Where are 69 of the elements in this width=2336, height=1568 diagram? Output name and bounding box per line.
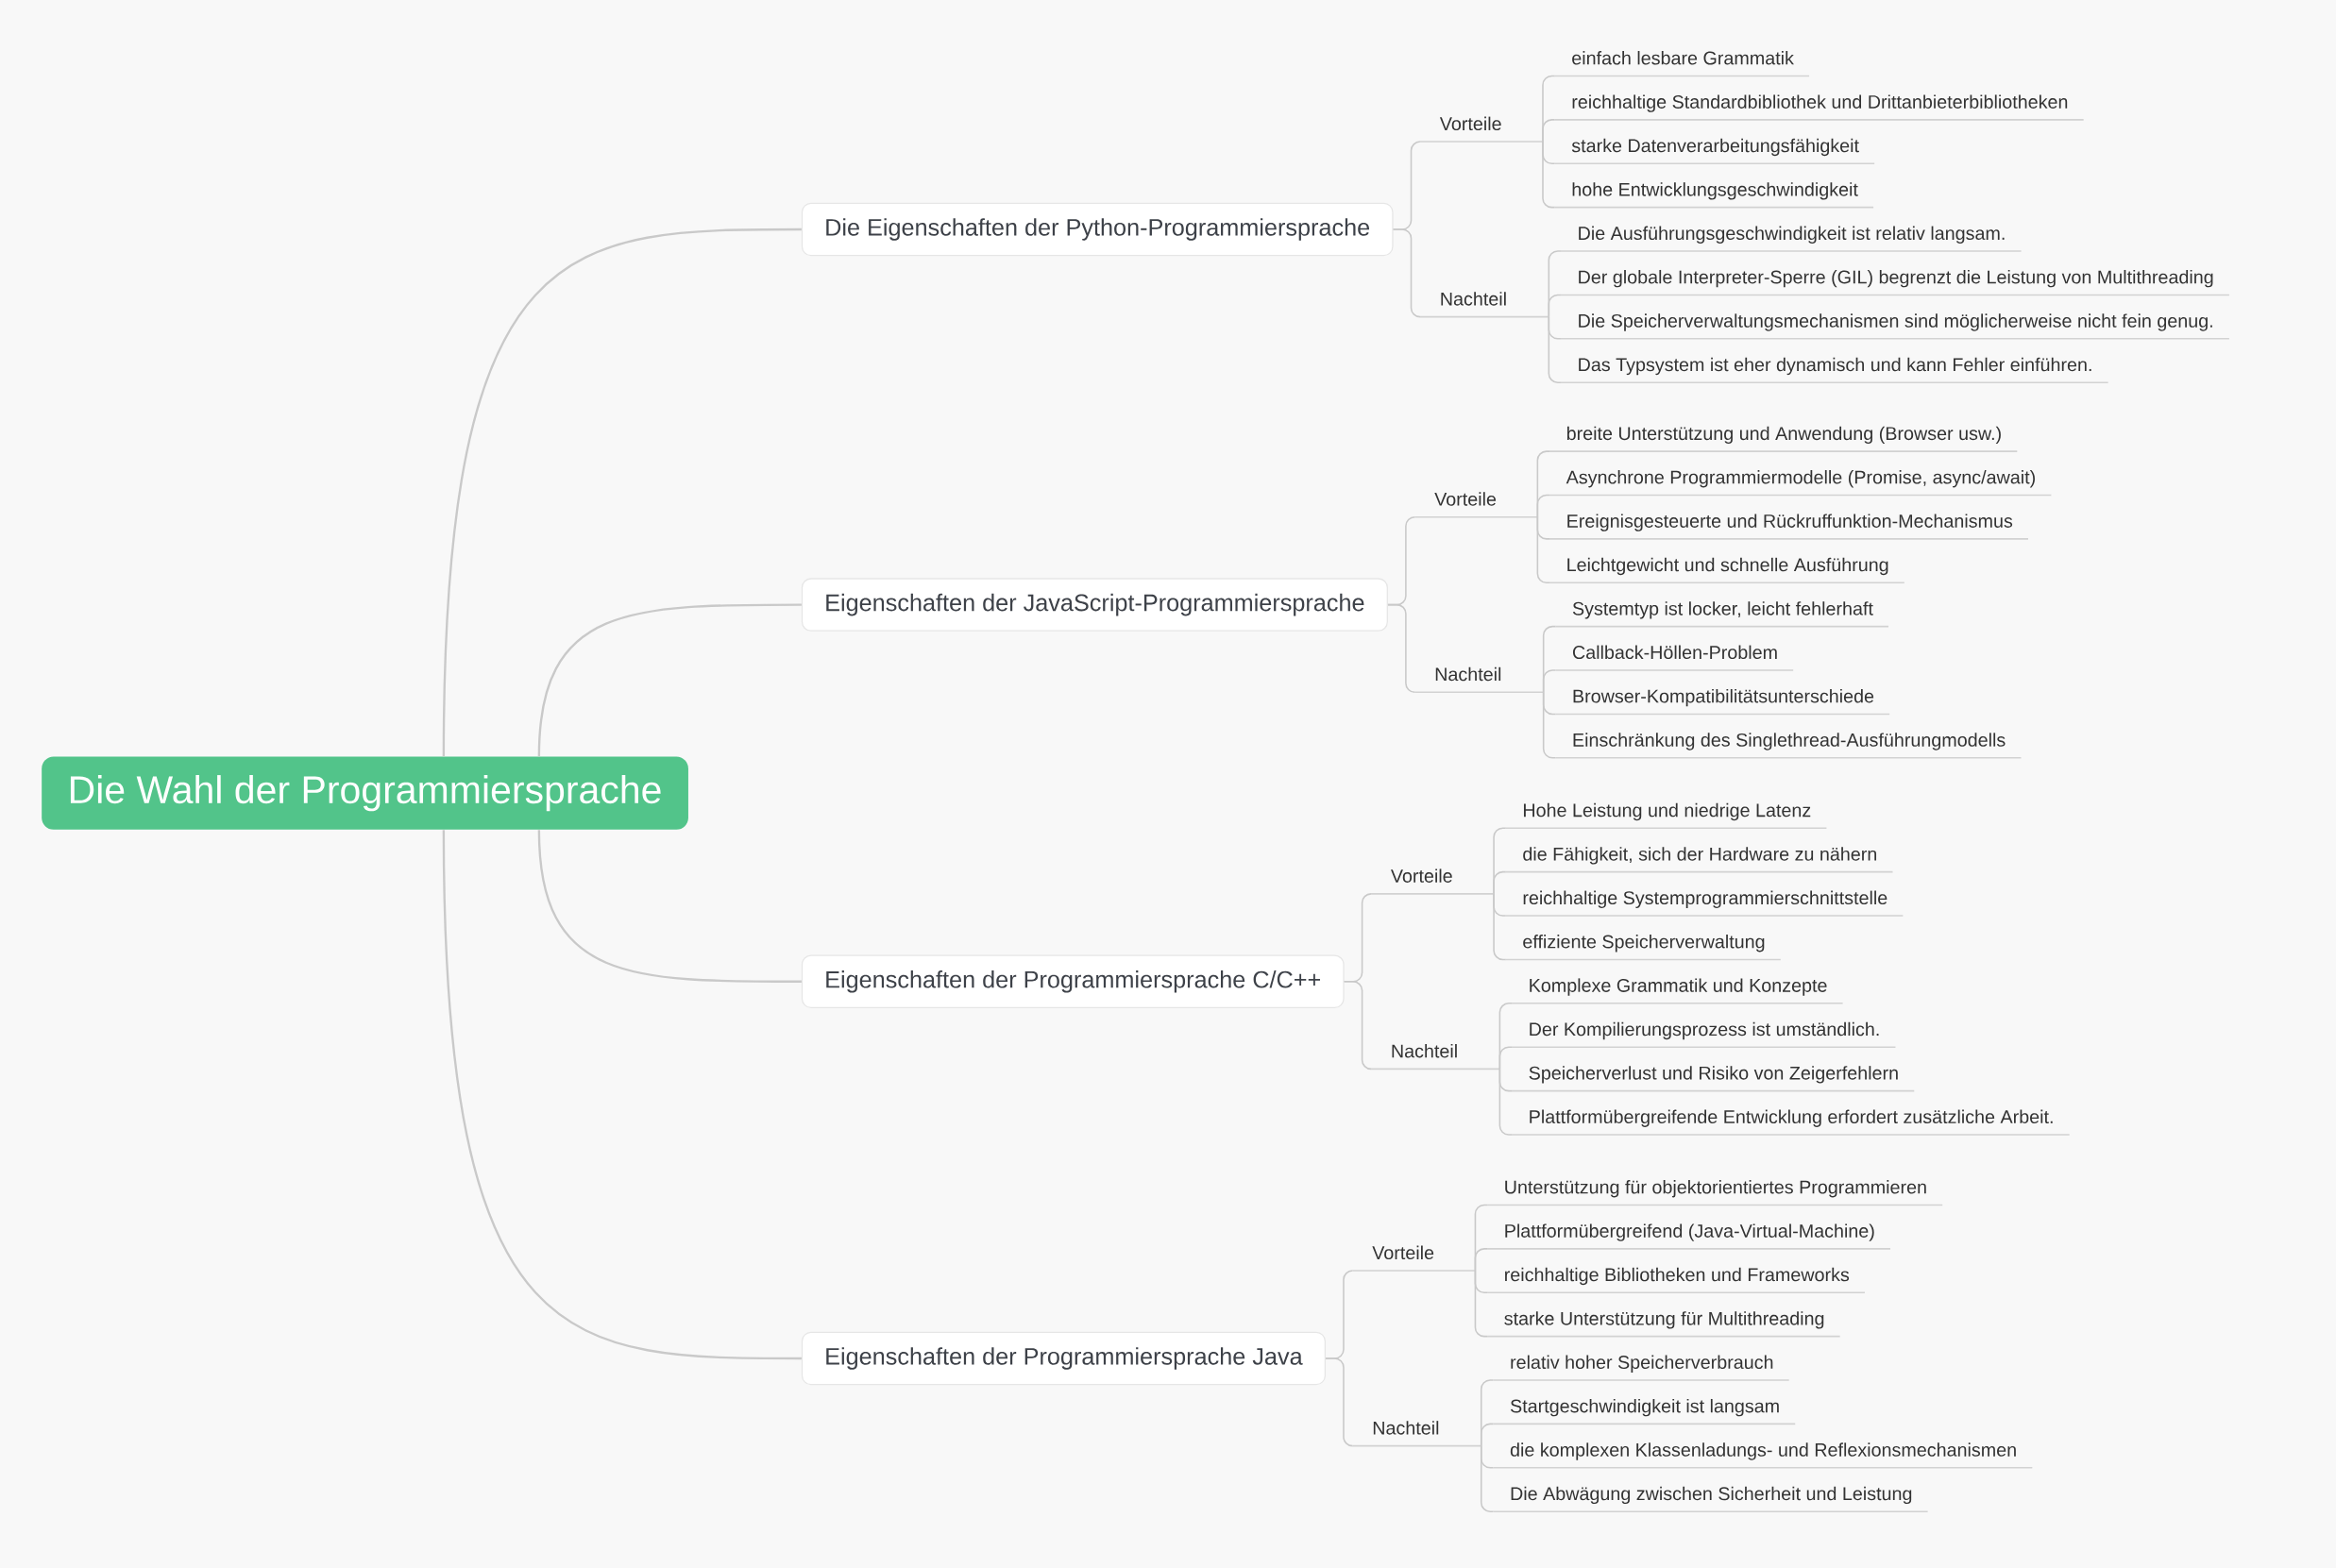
elbow-connector xyxy=(1548,294,1562,318)
elbow-connector xyxy=(1474,1247,1488,1272)
leaf-label: Browser-Kompatibilitätsunterschiede xyxy=(1554,688,1890,715)
elbow-connector xyxy=(1493,870,1507,895)
elbow-connector xyxy=(1480,1444,1495,1512)
curved-connector xyxy=(442,829,802,1359)
elbow-connector xyxy=(1387,603,1416,693)
leaf-label: Die Ausführungsgeschwindigkeit ist relativ langsam. xyxy=(1560,226,2023,252)
elbow-connector xyxy=(1325,1357,1354,1447)
leaf-label: Plattformübergreifende Entwicklung erfordert zusätzliche Arbeit. xyxy=(1511,1109,2071,1136)
elbow-connector xyxy=(1474,1270,1488,1338)
elbow-connector xyxy=(1493,892,1507,960)
leaf-label: Hohe Leistung und niedrige Latenz xyxy=(1504,802,1828,829)
curved-connector xyxy=(442,228,802,757)
leaf-label: Leichtgewicht und schnelle Ausführung xyxy=(1549,557,1905,583)
root-topic-box: Die Wahl der Programmiersprache xyxy=(42,756,688,830)
leaf-label: einfach lesbare Grammatik xyxy=(1553,50,1810,77)
elbow-connector xyxy=(1498,1068,1513,1136)
curved-connector xyxy=(537,603,802,757)
subtopic-label: Nachteil xyxy=(1419,291,1550,318)
topic-box: Eigenschaften der JavaScript-Programmiersprache xyxy=(801,578,1388,632)
leaf-label: reichhaltige Systemprogrammierschnittstelle xyxy=(1504,890,1904,917)
leaf-label: Das Typsystem ist eher dynamisch und kann Fehler einführen. xyxy=(1560,357,2109,383)
leaf-label: Unterstützung für objektorientiertes Programmieren xyxy=(1486,1179,1943,1206)
leaf-label: Speicherverlust und Risiko von Zeigerfehlern xyxy=(1511,1065,1916,1092)
subtopic-label: Nachteil xyxy=(1351,1420,1482,1447)
leaf-label: effiziente Speicherverwaltung xyxy=(1504,934,1782,960)
leaf-label: Systemtyp ist locker, leicht fehlerhaft xyxy=(1554,600,1889,628)
elbow-connector xyxy=(1542,669,1557,693)
leaf-label: Asynchrone Programmiermodelle (Promise, async/await) xyxy=(1549,469,2053,497)
elbow-connector xyxy=(1392,228,1421,318)
topic-box: Eigenschaften der Programmiersprache C/C++ xyxy=(801,954,1345,1008)
leaf-label: reichhaltige Bibliotheken und Frameworks xyxy=(1486,1267,1866,1293)
curved-connector xyxy=(537,829,802,983)
leaf-label: hohe Entwicklungsgeschwindigkeit xyxy=(1553,181,1874,209)
leaf-label: reichhaltige Standardbibliothek und Drittanbieterbibliotheken xyxy=(1553,94,2085,121)
elbow-connector xyxy=(1343,980,1372,1070)
subtopic-label: Nachteil xyxy=(1370,1043,1501,1070)
elbow-connector xyxy=(1536,494,1550,518)
topic-box: Die Eigenschaften der Python-Programmiersprache xyxy=(801,202,1394,256)
leaf-label: Der Kompilierungsprozess ist umständlich. xyxy=(1511,1021,1897,1048)
subtopic-label: Vorteile xyxy=(1419,116,1544,143)
leaf-label: Ereignisgesteuerte und Rückruffunktion-Mechanismus xyxy=(1549,514,2029,540)
elbow-connector xyxy=(1480,1423,1495,1447)
elbow-connector xyxy=(1498,1046,1513,1070)
leaf-label: die Fähigkeit, sich der Hardware zu nähern xyxy=(1504,847,1894,873)
leaf-label: die komplexen Klassenladungs- und Reflexionsmechanismen xyxy=(1492,1442,2034,1469)
elbow-connector xyxy=(1542,118,1556,143)
topic-box: Eigenschaften der Programmiersprache Java xyxy=(801,1331,1327,1385)
leaf-label: relativ hoher Speicherverbrauch xyxy=(1492,1355,1790,1381)
subtopic-label: Vorteile xyxy=(1370,868,1495,895)
leaf-label: Die Speicherverwaltungsmechanismen sind möglicherweise nicht fein genug. xyxy=(1560,313,2230,340)
subtopic-label: Vorteile xyxy=(1351,1245,1477,1272)
leaf-label: Callback-Höllen-Problem xyxy=(1554,645,1794,671)
subtopic-label: Vorteile xyxy=(1413,492,1539,518)
leaf-label: Komplexe Grammatik und Konzepte xyxy=(1511,978,1844,1004)
leaf-label: Einschränkung des Singlethread-Ausführungmodells xyxy=(1554,733,2023,759)
leaf-label: breite Unterstützung und Anwendung (Browser usw.) xyxy=(1549,426,2019,452)
elbow-connector xyxy=(1536,515,1550,583)
leaf-label: Die Abwägung zwischen Sicherheit und Leistung xyxy=(1492,1486,1929,1512)
leaf-label: Startgeschwindigkeit ist langsam xyxy=(1492,1398,1797,1425)
leaf-label: starke Datenverarbeitungsfähigkeit xyxy=(1553,138,1875,164)
elbow-connector xyxy=(1542,691,1557,759)
leaf-label: starke Unterstützung für Multithreading xyxy=(1486,1310,1841,1338)
leaf-label: Plattformübergreifend (Java-Virtual-Machine) xyxy=(1486,1223,1891,1250)
leaf-label: Der globale Interpreter-Sperre (GIL) begrenzt die Leistung von Multithreading xyxy=(1560,269,2230,295)
elbow-connector xyxy=(1548,315,1562,383)
subtopic-label: Nachteil xyxy=(1413,666,1545,693)
elbow-connector xyxy=(1542,141,1556,209)
